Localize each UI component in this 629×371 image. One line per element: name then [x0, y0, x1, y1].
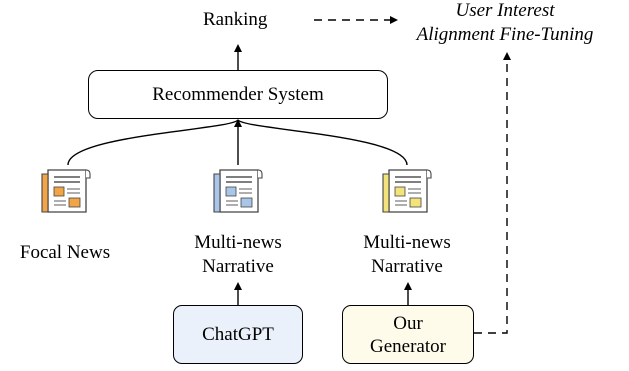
chatgpt-box: ChatGPT — [173, 305, 303, 364]
news-document-icon — [41, 169, 91, 213]
narrative-generator-label-line2: Narrative — [371, 256, 443, 277]
ranking-label: Ranking — [203, 9, 268, 30]
focal-news-label: Focal News — [19, 242, 111, 263]
finetuning-label-line2: Alignment Fine-Tuning — [416, 24, 594, 45]
dashed-path-generator-to-finetuning — [474, 52, 511, 334]
recommender-system-box: Recommender System — [88, 70, 388, 119]
curve-focal-to-recommender — [67, 119, 239, 166]
our-generator-line1: Our — [393, 312, 423, 334]
curve-narrative2-to-recommender — [237, 119, 408, 166]
news-document-icon — [382, 169, 432, 213]
narrative-chatgpt-label-line1: Multi-news — [194, 232, 282, 253]
narrative-generator-label-line1: Multi-news — [363, 232, 451, 253]
our-generator-line2: Generator — [370, 335, 446, 357]
news-document-icon — [213, 169, 263, 213]
our-generator-box: Our Generator — [342, 305, 474, 364]
finetuning-label-line1: User Interest — [455, 0, 555, 21]
narrative-chatgpt-label-line2: Narrative — [202, 256, 274, 277]
